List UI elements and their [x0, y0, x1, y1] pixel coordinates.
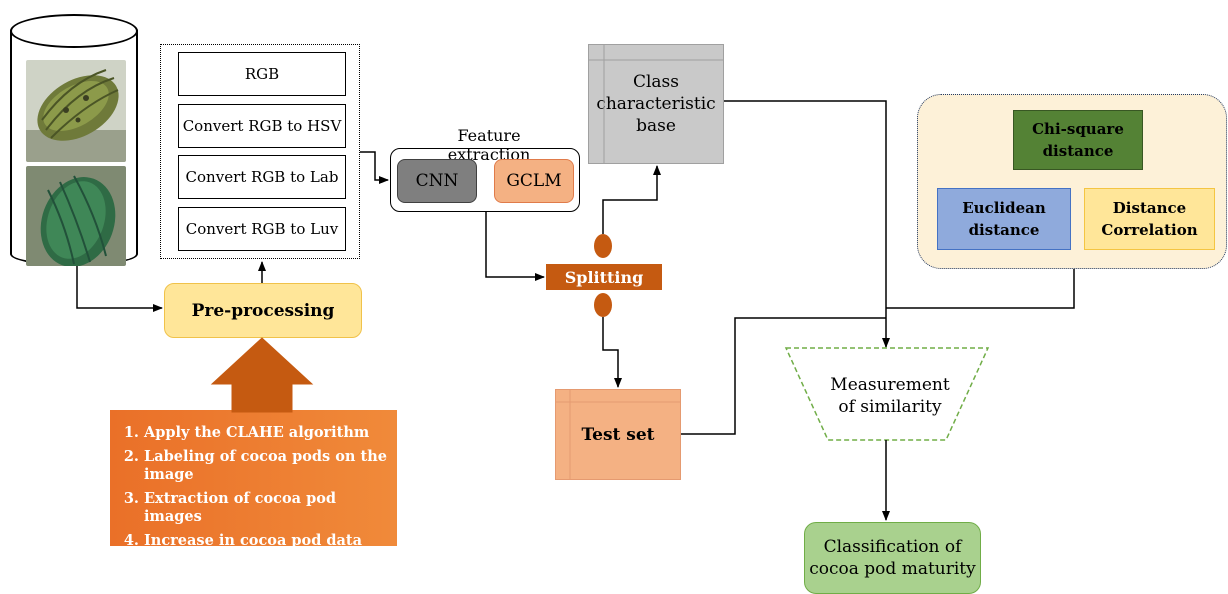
class-characteristic-base: Class characteristic base: [588, 44, 724, 164]
cocoa-pod-image-green: [26, 166, 126, 266]
dcor-label-line1: Distance: [1112, 199, 1187, 217]
preprocessing-step: Apply the CLAHE algorithm: [144, 424, 397, 442]
classification-line1: Classification of: [823, 537, 962, 557]
similarity-label: Measurement of similarity: [790, 374, 990, 418]
splitting-bar: Splitting: [546, 264, 662, 290]
chi-label-line2: distance: [1042, 142, 1114, 160]
euclidean-label-line2: distance: [968, 221, 1040, 239]
preprocessing-step: Labeling of cocoa pods on the image: [144, 448, 397, 484]
big-up-arrow: [210, 337, 314, 413]
preprocessing-steps-list: Apply the CLAHE algorithm Labeling of co…: [110, 424, 397, 550]
arrow-features-to-splitting: [485, 212, 545, 281]
preprocessing-step: Extraction of cocoa pod images: [144, 490, 397, 526]
preprocessing-step: Increase in cocoa pod data: [144, 532, 397, 550]
gclm-box: GCLM: [494, 159, 574, 203]
classification-box: Classification of cocoa pod maturity: [804, 522, 981, 594]
arrow-splitting-to-class-base: [602, 165, 661, 234]
cnn-box: CNN: [397, 159, 477, 203]
dataset-cylinder-top: [10, 14, 138, 48]
test-set-box: Test set: [555, 389, 681, 480]
arrow-splitting-to-test-set: [602, 317, 622, 388]
line-distances-to-similarity: [886, 269, 1075, 309]
rgb-box: RGB: [178, 52, 346, 96]
class-base-line3: base: [636, 116, 676, 136]
lab-conversion-box: Convert RGB to Lab: [178, 155, 346, 199]
similarity-line2: of similarity: [838, 397, 942, 417]
preprocessing-steps-box: Apply the CLAHE algorithm Labeling of co…: [110, 410, 397, 549]
splitting-top-circle: [594, 234, 612, 258]
distance-correlation-box: Distance Correlation: [1084, 188, 1215, 250]
color-conversion-frame: [160, 44, 360, 259]
dcor-label-line2: Correlation: [1101, 221, 1198, 239]
arrow-conversion-to-features: [360, 151, 389, 184]
similarity-trapezoid: [784, 347, 990, 441]
euclidean-distance-box: Euclidean distance: [937, 188, 1071, 250]
similarity-line1: Measurement: [830, 375, 950, 395]
hsv-conversion-box: Convert RGB to HSV: [178, 104, 346, 148]
cocoa-pod-image-yellow: [26, 60, 126, 162]
luv-conversion-box: Convert RGB to Luv: [178, 207, 346, 251]
line-test-set-to-similarity: [681, 317, 886, 435]
feature-extraction-frame: [390, 148, 580, 212]
arrow-class-base-to-similarity: [724, 100, 890, 348]
chi-label-line1: Chi-square: [1032, 120, 1124, 138]
splitting-bottom-circle: [594, 293, 612, 317]
euclidean-label-line1: Euclidean: [962, 199, 1046, 217]
classification-line2: cocoa pod maturity: [809, 559, 976, 579]
preprocessing-box: Pre-processing: [164, 283, 362, 338]
class-base-line2: characteristic: [596, 94, 716, 114]
class-base-line1: Class: [632, 72, 679, 92]
arrow-dataset-to-preprocessing: [76, 266, 163, 312]
chi-square-distance-box: Chi-square distance: [1013, 110, 1143, 170]
